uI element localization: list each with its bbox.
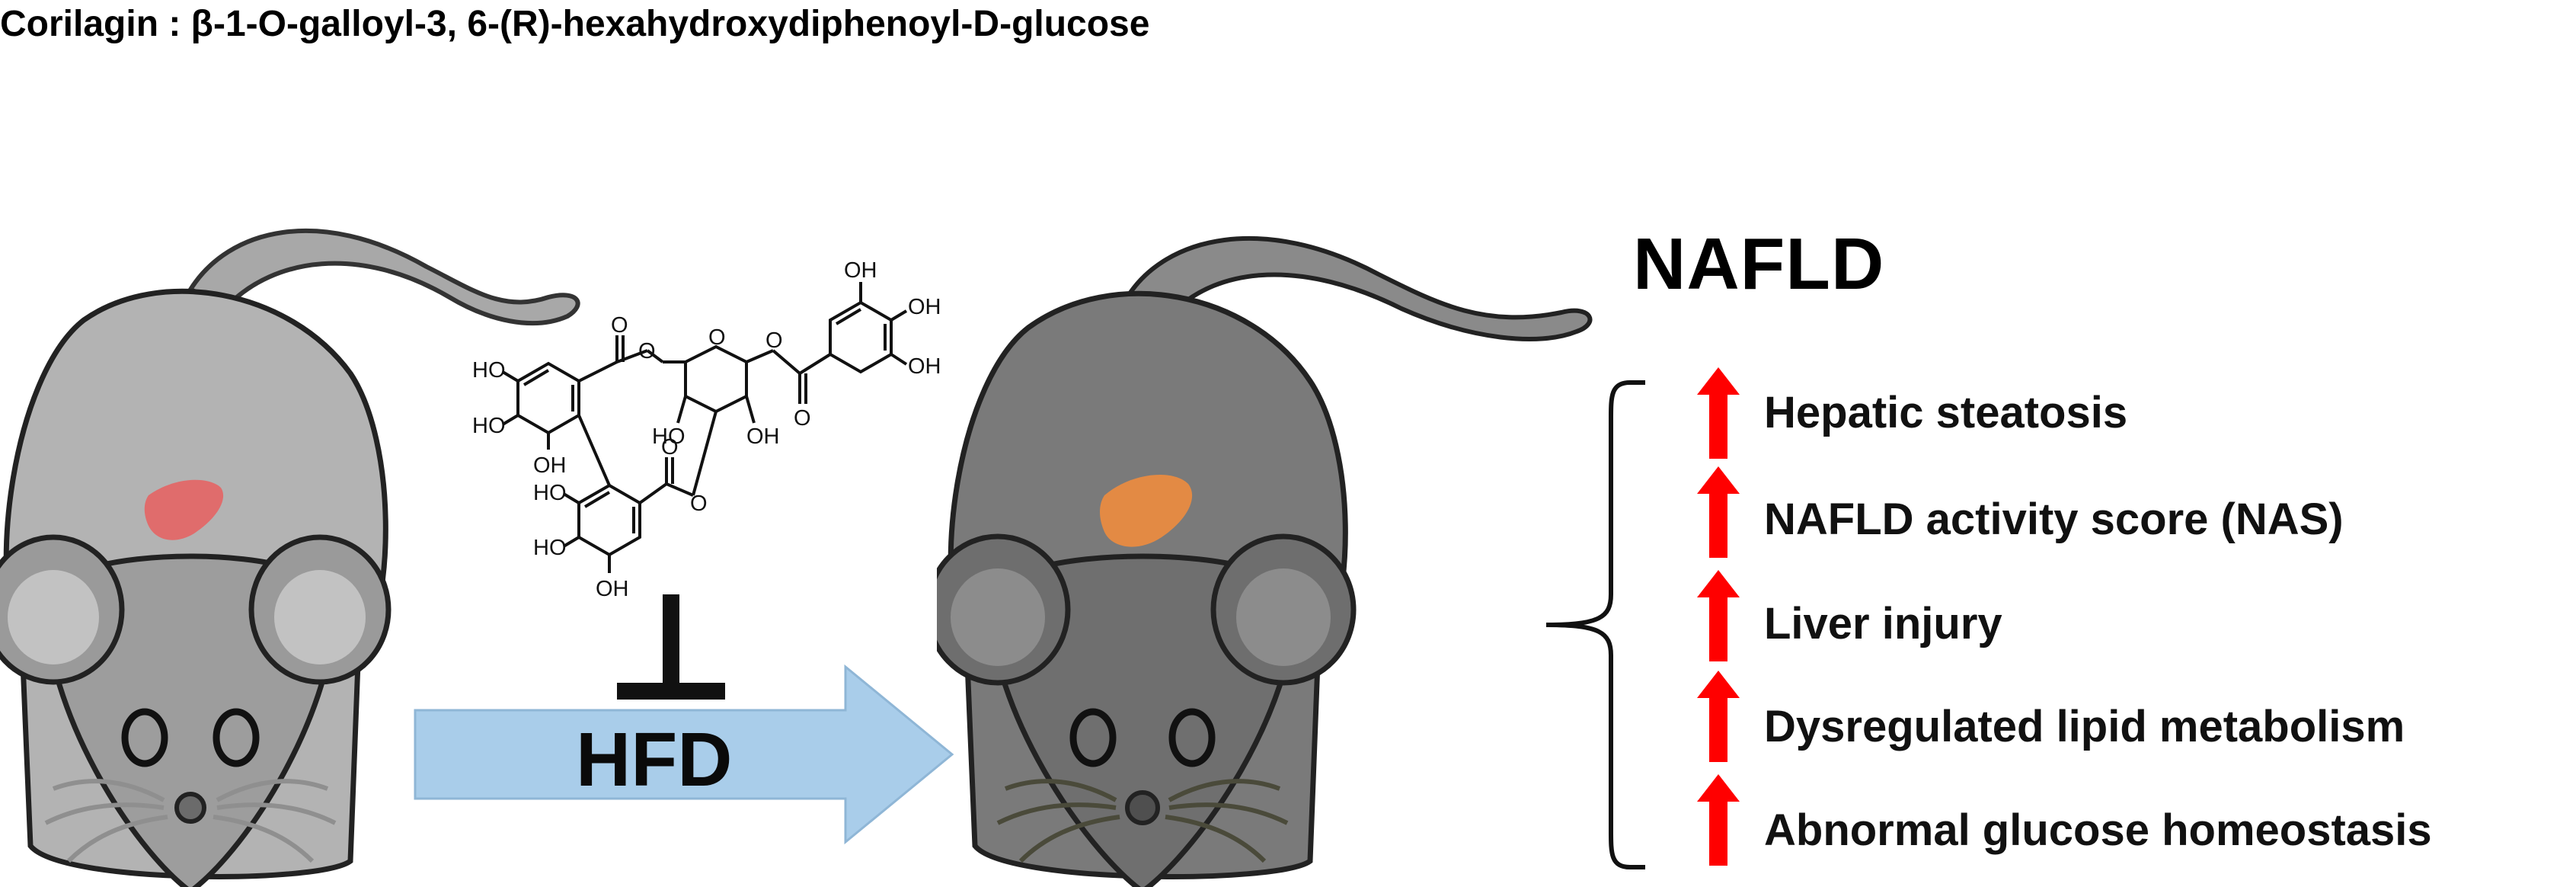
mouse-whiskers: [996, 779, 1289, 863]
red-up-arrow-icon: [1697, 671, 1740, 762]
chem-o-ester-1: O: [611, 313, 628, 338]
red-up-arrow-icon: [1697, 466, 1740, 558]
mouse-left-ear-inner: [951, 568, 1045, 666]
chem-ho-4: HO: [533, 481, 567, 505]
chem-o-ester-2: O: [661, 435, 679, 460]
chem-ho-5: HO: [533, 536, 567, 560]
effect-label: Dysregulated lipid metabolism: [1764, 702, 2405, 751]
red-up-arrow-icon: [1697, 367, 1740, 459]
normal-liver-icon: [144, 479, 224, 540]
chem-oh-3: OH: [533, 453, 567, 478]
grouping-brace-icon: [1545, 380, 1645, 869]
chem-oh-9: OH: [844, 258, 877, 283]
effect-label: Liver injury: [1764, 599, 2002, 648]
hfd-arrow-icon: [414, 664, 954, 845]
mouse-tail: [1123, 235, 1593, 341]
effect-label: Hepatic steatosis: [1764, 388, 2128, 437]
mouse-left-ear-inner: [8, 570, 99, 664]
mouse-left-eye: [1069, 708, 1117, 767]
chem-ho-7: HO: [652, 424, 686, 449]
chem-o-ring: O: [708, 325, 726, 350]
mouse-right-eye: [1168, 708, 1216, 767]
red-up-arrow-icon: [1697, 774, 1740, 866]
chem-oh-11: OH: [908, 354, 941, 379]
chem-o-ester-3: O: [794, 406, 811, 431]
figure-title: Corilagin : β-1-O-galloyl-3, 6-(R)-hexah…: [0, 4, 1150, 44]
chem-o-link-1: O: [638, 339, 656, 363]
hfd-liver-icon: [1100, 475, 1193, 547]
mouse-right-ear-inner: [1236, 568, 1331, 666]
red-up-arrow-icon: [1697, 570, 1740, 661]
mouse-right-eye: [213, 708, 260, 767]
effect-label: NAFLD activity score (NAS): [1764, 495, 2344, 544]
mouse-nose: [1125, 790, 1160, 825]
normal-mouse-illustration: [0, 228, 580, 887]
corilagin-structure: HO HO OH HO HO OH O O O O O HO OH O O OH…: [472, 258, 941, 601]
chem-ho-2: HO: [472, 414, 506, 438]
inhibition-t-bar-icon: [617, 594, 725, 700]
mouse-right-ear-inner: [274, 570, 366, 664]
mouse-tail: [187, 228, 580, 326]
mouse-left-eye: [121, 708, 168, 767]
nafld-heading: NAFLD: [1633, 223, 1885, 305]
mouse-nose: [174, 792, 206, 824]
chem-oh-6: OH: [596, 577, 629, 601]
chem-oh-10: OH: [908, 295, 941, 319]
hfd-label: HFD: [576, 717, 733, 802]
chem-o-link-3: O: [765, 328, 783, 353]
chem-ho-1: HO: [472, 358, 506, 383]
chem-oh-8: OH: [746, 424, 780, 449]
hfd-mouse-illustration: [937, 235, 1593, 887]
mouse-whiskers: [44, 779, 337, 863]
effect-label: Abnormal glucose homeostasis: [1764, 805, 2432, 855]
chem-o-link-2: O: [690, 492, 708, 516]
